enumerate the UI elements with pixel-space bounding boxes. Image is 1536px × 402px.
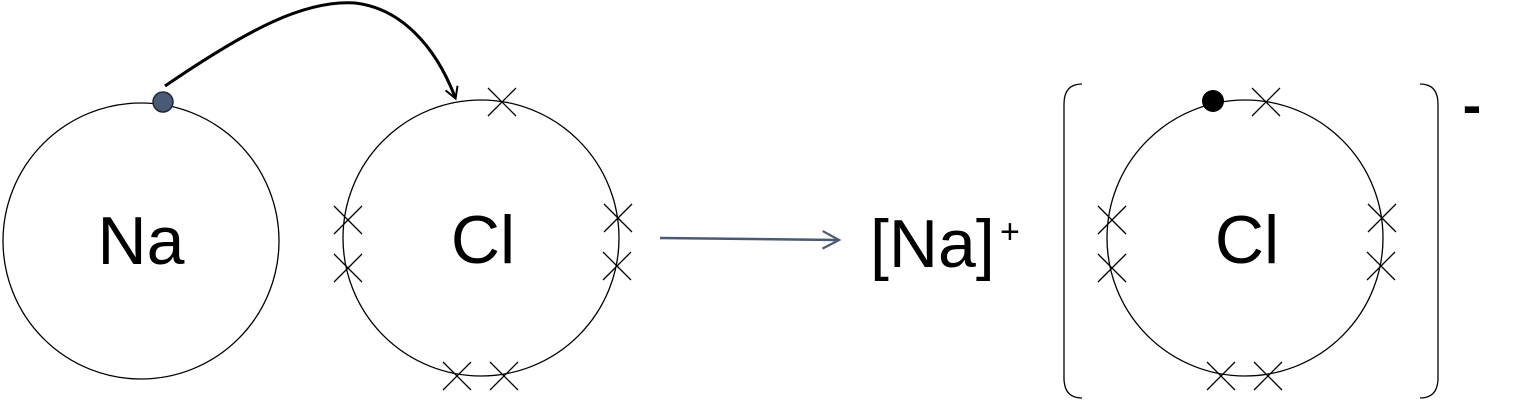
cl-ion-label: Cl bbox=[1215, 202, 1279, 278]
right-bracket bbox=[1419, 83, 1439, 399]
transfer-electron bbox=[152, 91, 174, 113]
cl-ion-charge: - bbox=[1463, 73, 1482, 136]
na-atom-label: Na bbox=[98, 203, 185, 279]
cross-electron bbox=[1206, 361, 1236, 391]
cl-outer-electrons bbox=[333, 87, 633, 391]
electron-transfer-arrow bbox=[164, 1, 459, 101]
na-ion-charge: + bbox=[1000, 213, 1020, 251]
cross-electron bbox=[602, 251, 632, 281]
cl-atom: Cl bbox=[333, 87, 633, 391]
cross-electron bbox=[333, 205, 363, 235]
cl-ion: - Cl bbox=[1063, 73, 1482, 399]
na-ion: [Na] + bbox=[870, 206, 1020, 282]
cross-electron bbox=[442, 361, 472, 391]
cross-electron bbox=[489, 361, 519, 391]
reaction-arrow bbox=[659, 230, 842, 250]
na-atom: Na bbox=[2, 91, 280, 380]
left-bracket bbox=[1063, 83, 1083, 399]
cross-electron bbox=[1097, 205, 1127, 235]
gained-electron bbox=[1202, 90, 1224, 112]
cross-electron bbox=[603, 203, 633, 233]
cross-electron bbox=[1253, 361, 1283, 391]
cl-atom-label: Cl bbox=[451, 202, 515, 278]
cl-shell bbox=[342, 99, 620, 377]
cross-electron bbox=[1367, 203, 1397, 233]
cross-electron bbox=[1097, 253, 1127, 283]
na-ion-label: [Na] bbox=[870, 206, 995, 282]
cl-ion-outer-electrons bbox=[1097, 87, 1397, 391]
cross-electron bbox=[487, 87, 517, 117]
na-shell bbox=[2, 102, 280, 380]
cross-electron bbox=[1251, 87, 1281, 117]
cl-ion-shell bbox=[1106, 99, 1384, 377]
cross-electron bbox=[333, 253, 363, 283]
cross-electron bbox=[1366, 251, 1396, 281]
